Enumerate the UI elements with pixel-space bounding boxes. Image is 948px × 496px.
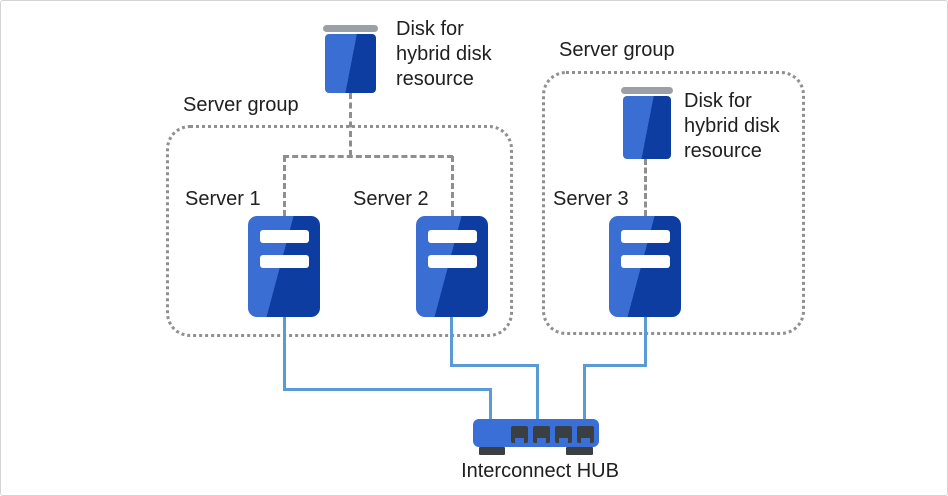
disk2-cap-icon [621,87,673,94]
hub-port-icon [555,426,572,443]
connector-disk2-to-server3 [644,159,647,216]
hub-port-notch [581,438,590,443]
connector-disk1-stem [349,93,352,156]
connector-disk1-to-server2 [451,156,454,216]
hub-port-icon [511,426,528,443]
server-group-2-box [542,71,805,335]
server-group-2-label: Server group [559,39,675,61]
line-server3-to-hub [583,364,586,421]
server-group-1-box [166,125,513,337]
server-slot-icon [260,255,309,268]
hub-port-notch [537,438,546,443]
disk1-label: Disk for hybrid disk resource [396,18,492,90]
disk2-icon [623,96,671,159]
disk2-label: Disk for hybrid disk resource [684,90,780,162]
hub-port-notch [515,438,524,443]
line-server1-across [283,388,492,391]
server2-label: Server 2 [353,188,429,210]
server-slot-icon [621,255,670,268]
server1-icon [248,216,320,317]
hub-icon [473,419,599,455]
server-slot-icon [428,230,477,243]
disk1-icon [325,34,376,93]
server3-label: Server 3 [553,188,629,210]
server-slot-icon [428,255,477,268]
line-server2-across [450,364,539,367]
connector-disk1-to-server1 [283,156,286,216]
server1-label: Server 1 [185,188,261,210]
server2-icon [416,216,488,317]
line-server3-down [644,317,647,367]
line-server1-to-hub [489,388,492,421]
server-slot-icon [260,230,309,243]
disk1-cap-icon [323,25,378,32]
hub-port-icon [533,426,550,443]
hub-label: Interconnect HUB [461,460,619,482]
line-server2-down [450,317,453,367]
line-server3-across [583,364,647,367]
server-group-1-label: Server group [183,94,299,116]
hub-foot-icon [566,447,593,455]
hub-port-icon [577,426,594,443]
server3-icon [609,216,681,317]
connector-disk1-branch [283,155,453,158]
hub-foot-icon [479,447,505,455]
line-server2-to-hub [536,364,539,421]
line-server1-down [283,317,286,391]
hub-port-notch [559,438,568,443]
server-slot-icon [621,230,670,243]
